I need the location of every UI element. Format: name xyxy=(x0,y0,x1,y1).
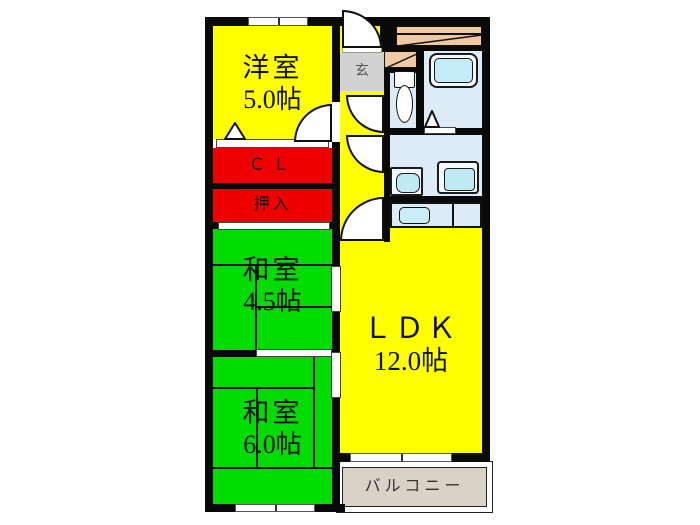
kitchen-sink-icon xyxy=(399,207,430,224)
wall-entrance-right xyxy=(380,17,396,52)
kitchen-counter xyxy=(390,202,482,228)
toilet-icon xyxy=(392,70,416,126)
ldk-size: 12.0帖 xyxy=(373,346,449,377)
window-western-top-icon xyxy=(248,17,308,26)
wall-under-lower-storage xyxy=(384,68,420,73)
genkan: 玄 xyxy=(340,53,384,91)
fusuma-japanese45-ldk-icon xyxy=(331,266,341,312)
genkan-label: 玄 xyxy=(355,63,369,79)
japanese45-name: 和室 xyxy=(242,254,303,285)
window-ldk-balcony-icon xyxy=(350,453,452,462)
balcony: バルコニー xyxy=(342,467,487,507)
window-japanese60-bottom-icon xyxy=(235,504,315,512)
western-room-name: 洋室 xyxy=(242,52,303,83)
balcony-label: バルコニー xyxy=(364,477,465,495)
shoe-cabinet-lower-icon xyxy=(384,51,420,69)
oshiire-text: 押入 xyxy=(253,196,292,214)
closet-text: ＣＬ xyxy=(248,155,297,175)
closet-label: ＣＬ xyxy=(213,148,332,183)
tatami-line xyxy=(213,387,315,389)
closet-sliding-door-icon xyxy=(216,139,329,148)
entrance-door-arc-icon xyxy=(342,10,382,48)
wall-center-vertical xyxy=(332,17,340,509)
western-door-opening xyxy=(332,102,340,142)
oshiire-sliding-door-icon xyxy=(218,222,330,230)
tatami-line xyxy=(313,357,315,469)
washing-machine-icon xyxy=(437,161,479,194)
fusuma-japanese60-ldk-icon xyxy=(331,352,341,398)
wall-right xyxy=(482,17,490,462)
wall-kitchen-top xyxy=(384,196,482,202)
room-japanese-45 xyxy=(213,229,332,350)
western-room-label: 洋室 5.0帖 xyxy=(213,38,332,130)
japanese60-label: 和室 6.0帖 xyxy=(213,385,332,473)
ldk-label: ＬＤＫ 12.0帖 xyxy=(340,295,482,395)
wall-corridor-right xyxy=(384,70,390,242)
wall-toilet-bath xyxy=(416,51,424,135)
wall-under-storage xyxy=(384,46,482,51)
tatami-line xyxy=(213,264,332,266)
wall-cl-bottom xyxy=(213,183,332,189)
japanese60-size: 6.0帖 xyxy=(243,429,302,459)
washbasin-icon xyxy=(390,167,423,196)
japanese45-label: 和室 4.5帖 xyxy=(213,245,332,327)
shoe-cabinet-icon xyxy=(396,26,483,47)
room-japanese-60 xyxy=(213,357,332,504)
washitsu-sliding-door-icon xyxy=(256,349,332,357)
wall-left xyxy=(205,17,213,512)
oshiire-label: 押入 xyxy=(213,189,332,222)
ldk-name: ＬＤＫ xyxy=(362,312,459,345)
door-swing-triangle-icon xyxy=(424,110,440,128)
bathroom-door-sill xyxy=(424,127,456,134)
tatami-line xyxy=(213,467,332,469)
bathtub-icon xyxy=(429,53,478,88)
door-swing-triangle-icon xyxy=(224,122,246,140)
room-oshiire xyxy=(213,189,332,222)
tatami-line xyxy=(256,387,258,469)
room-ldk xyxy=(340,202,482,453)
japanese45-size: 4.5帖 xyxy=(243,286,302,316)
tatami-line xyxy=(255,306,332,308)
japanese60-name: 和室 xyxy=(242,397,303,428)
room-closet-cl xyxy=(213,148,332,183)
western-room-size: 5.0帖 xyxy=(243,84,302,114)
